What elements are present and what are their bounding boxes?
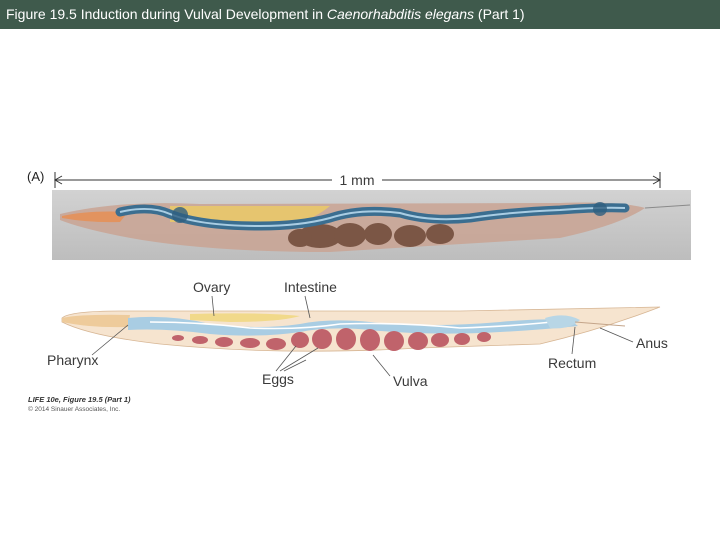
- scale-bar: 1 mm: [55, 172, 660, 188]
- scale-label: 1 mm: [340, 172, 375, 188]
- label-intestine: Intestine: [284, 279, 337, 295]
- label-ovary: Ovary: [193, 279, 230, 295]
- worm-micrograph: [52, 190, 691, 260]
- credit-line-2: © 2014 Sinauer Associates, Inc.: [28, 405, 120, 413]
- label-vulva: Vulva: [393, 373, 428, 389]
- label-eggs: Eggs: [262, 371, 294, 387]
- label-anus: Anus: [636, 335, 668, 351]
- label-pharynx: Pharynx: [47, 352, 98, 368]
- credit-line-1: LIFE 10e, Figure 19.5 (Part 1): [28, 395, 131, 404]
- worm-drawing: [62, 307, 660, 351]
- label-rectum: Rectum: [548, 355, 596, 371]
- panel-label: (A): [27, 169, 44, 184]
